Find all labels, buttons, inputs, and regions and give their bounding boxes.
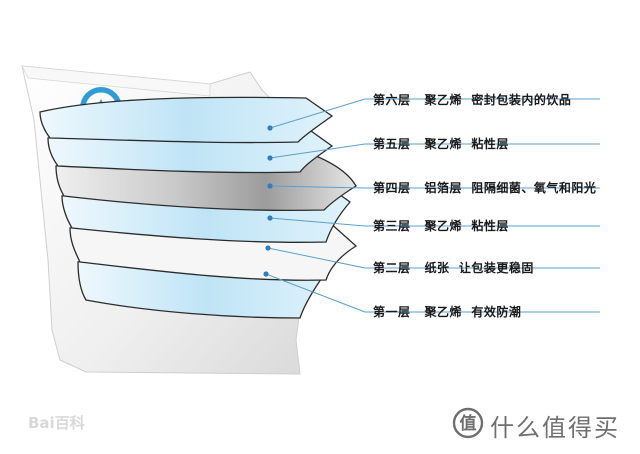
svg-text:值: 值 <box>460 413 477 434</box>
layer-4-label: 第四层 铝箔层 阻隔细菌、氧气和阳光 <box>373 181 597 195</box>
layer-5-leader <box>269 143 366 159</box>
layer-2-dot <box>265 245 271 251</box>
layer-3-dot <box>267 215 273 221</box>
layer-4-dot <box>267 183 273 189</box>
layer-3-label: 第三层 聚乙烯 粘性层 <box>373 219 509 233</box>
baidu-watermark: Bai百科 <box>28 414 85 432</box>
package-top-seam <box>21 65 211 97</box>
layer-6-sheet <box>39 96 334 144</box>
layer-5-dot <box>267 155 273 161</box>
layer-1-label: 第一层 聚乙烯 有效防潮 <box>373 305 522 319</box>
smzdm-watermark-text: 什么值得买 <box>490 414 620 442</box>
layer-3-leader <box>269 217 366 227</box>
layer-2-leader <box>267 247 366 269</box>
smzdm-watermark: 值 什么值得买 <box>452 406 632 442</box>
layer-6-label: 第六层 聚乙烯 密封包装内的饮品 <box>373 93 572 107</box>
layer-4-leader <box>269 185 366 189</box>
layer-1-dot <box>263 271 269 277</box>
layer-5-label: 第五层 聚乙烯 粘性层 <box>373 137 509 151</box>
layer-6-dot <box>267 125 273 131</box>
layer-2-label: 第二层 纸张 让包装更稳固 <box>373 261 534 275</box>
smzdm-logo-icon: 值 <box>452 407 484 439</box>
layer-1-leader <box>265 273 366 313</box>
layer-6-leader <box>269 98 366 129</box>
